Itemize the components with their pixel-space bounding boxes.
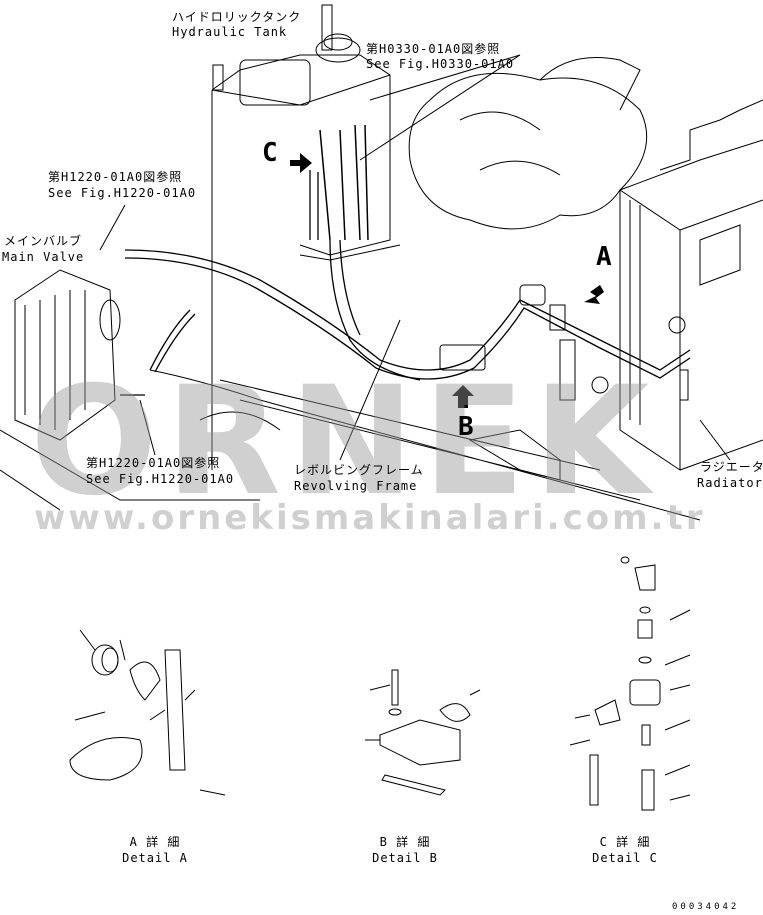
drawing-number: 00034042	[672, 902, 740, 912]
detail-a-drawing	[69, 629, 226, 796]
detail-b-label: Detail B	[372, 851, 438, 865]
radiator-label-jp: ラジエータ	[700, 460, 763, 474]
arrow-a	[584, 285, 604, 304]
revolving-frame	[0, 369, 701, 521]
main-valve	[14, 269, 121, 441]
radiator-label: Radiator	[697, 476, 763, 490]
ref-h1220-bottom: See Fig.H1220-01A0	[86, 472, 235, 486]
ref-h0330-jp: 第H0330-01A0図参照	[366, 42, 501, 56]
main-valve-label: Main Valve	[2, 250, 85, 264]
detail-c-drawing	[569, 556, 691, 811]
ref-h1220-bottom-jp: 第H1220-01A0図参照	[86, 456, 221, 470]
watermark-logo: ORNEK	[30, 355, 658, 529]
hoses	[120, 170, 691, 396]
detail-a-label-jp: A 詳 細	[129, 835, 181, 849]
engine	[408, 57, 648, 230]
radiator	[619, 99, 763, 471]
detail-b-label-jp: B 詳 細	[379, 835, 431, 849]
main-valve-label-jp: メインバルブ	[4, 234, 83, 248]
ref-h0330: See Fig.H0330-01A0	[366, 57, 515, 71]
hydraulic-tank-label: Hydraulic Tank	[172, 25, 288, 39]
watermark-url: www.ornekismakinalari.com.tr	[34, 498, 706, 538]
ref-h1220-top: See Fig.H1220-01A0	[48, 186, 197, 200]
callout-a: A	[596, 242, 613, 272]
arrow-c	[290, 153, 312, 173]
leader-lines	[99, 54, 731, 461]
callout-b: B	[458, 412, 475, 442]
detail-a-label: Detail A	[122, 851, 188, 865]
detail-c-label-jp: C 詳 細	[599, 835, 651, 849]
detail-c-label: Detail C	[592, 851, 658, 865]
arrow-b	[452, 385, 474, 408]
revolving-frame-label: Revolving Frame	[294, 479, 418, 493]
hydraulic-tank-label-jp: ハイドロリックタンク	[172, 10, 302, 24]
ref-h1220-top-jp: 第H1220-01A0図参照	[48, 170, 183, 184]
callout-c: C	[262, 138, 279, 168]
revolving-frame-label-jp: レボルビングフレーム	[294, 463, 424, 477]
detail-b-drawing	[365, 669, 481, 796]
direction-arrows	[290, 153, 604, 408]
fittings	[439, 284, 689, 401]
